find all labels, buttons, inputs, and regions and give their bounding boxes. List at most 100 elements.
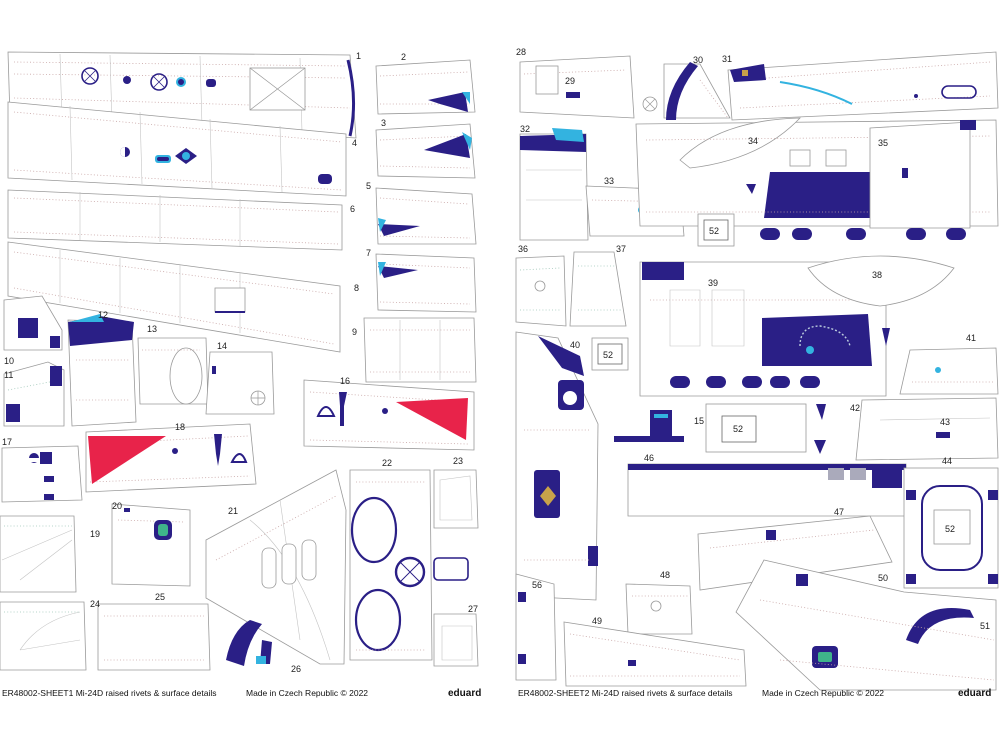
part-56 (515, 573, 557, 681)
part-17 (1, 445, 83, 503)
part-10 (3, 295, 63, 351)
part-28 (519, 55, 658, 119)
part-41 (899, 347, 999, 395)
part-number-56: 56 (532, 580, 542, 590)
part-number-30: 30 (693, 55, 703, 65)
part-21 (205, 469, 347, 665)
part-number-2: 2 (401, 52, 406, 62)
sheet-1-origin: Made in Czech Republic © 2022 (246, 688, 368, 698)
sheet-2-caption: ER48002-SHEET2 Mi-24D raised rivets & su… (518, 688, 732, 698)
cabin-window-row-2 (670, 376, 820, 388)
part-number-52-c: 52 (733, 424, 743, 434)
part-number-8: 8 (354, 283, 359, 293)
part-number-43: 43 (940, 417, 950, 427)
part-24 (0, 601, 87, 671)
part-32 (519, 128, 589, 241)
part-number-36: 36 (518, 244, 528, 254)
sheet-2: 28 29 30 31 32 33 34 35 36 37 38 39 40 4… (515, 47, 999, 699)
part-number-5: 5 (366, 181, 371, 191)
part-49 (563, 621, 747, 687)
part-number-21: 21 (228, 506, 238, 516)
part-number-1: 1 (356, 51, 361, 61)
part-11 (3, 361, 65, 427)
part-36 (515, 255, 567, 327)
part-number-34: 34 (748, 136, 758, 146)
part-44 (903, 467, 999, 589)
part-31 (727, 51, 999, 121)
part-number-29: 29 (565, 76, 575, 86)
part-number-7: 7 (366, 248, 371, 258)
part-number-27: 27 (468, 604, 478, 614)
part-47 (697, 515, 893, 591)
part-15 (614, 410, 684, 442)
part-number-6: 6 (350, 204, 355, 214)
part-number-24: 24 (90, 599, 100, 609)
part-number-11: 11 (4, 370, 13, 380)
part-number-28: 28 (516, 47, 526, 57)
sheet-1-caption: ER48002-SHEET1 Mi-24D raised rivets & su… (2, 688, 216, 698)
sheet-2-brand-logo: eduard (958, 688, 991, 699)
part-27 (433, 613, 479, 667)
part-20 (111, 503, 191, 587)
part-48 (625, 583, 693, 635)
part-number-52-a: 52 (709, 226, 719, 236)
sheet-1: 1 2 3 4 5 6 7 8 9 10 11 12 13 14 16 17 1… (0, 51, 481, 699)
part-number-37: 37 (616, 244, 626, 254)
part-52-c (705, 403, 826, 454)
part-16 (303, 379, 475, 451)
part-18 (85, 423, 257, 493)
part-number-35: 35 (878, 138, 888, 148)
part-number-39: 39 (708, 278, 718, 288)
part-number-12: 12 (98, 310, 108, 320)
part-23 (433, 469, 479, 529)
part-number-49: 49 (592, 616, 602, 626)
part-number-18: 18 (175, 422, 185, 432)
part-40 (515, 331, 599, 601)
part-12 (67, 314, 137, 427)
part-19 (0, 515, 77, 593)
part-number-20: 20 (112, 501, 122, 511)
sheet-2-origin: Made in Czech Republic © 2022 (762, 688, 884, 698)
part-38 (807, 255, 955, 307)
cabin-window-row-1 (760, 228, 966, 240)
part-number-52-b: 52 (603, 350, 613, 360)
part-number-19: 19 (90, 529, 100, 539)
part-number-47: 47 (834, 507, 844, 517)
part-13 (137, 337, 209, 405)
part-7 (375, 253, 477, 313)
part-43 (855, 397, 999, 461)
part-46 (627, 463, 909, 517)
part-number-17: 17 (2, 437, 12, 447)
part-number-40: 40 (570, 340, 580, 350)
part-25 (97, 603, 211, 671)
part-8 (7, 241, 341, 353)
part-number-16: 16 (340, 376, 350, 386)
part-number-33: 33 (604, 176, 614, 186)
part-number-51: 51 (980, 621, 990, 631)
part-52-a (697, 213, 735, 247)
part-35 (869, 120, 976, 229)
part-number-41: 41 (966, 333, 976, 343)
part-6 (7, 189, 343, 251)
part-30 (663, 62, 731, 120)
part-number-15: 15 (694, 416, 704, 426)
part-number-42: 42 (850, 403, 860, 413)
part-2 (375, 59, 476, 115)
part-3 (375, 123, 476, 179)
part-number-44: 44 (942, 456, 952, 466)
part-number-25: 25 (155, 592, 165, 602)
part-39 (639, 261, 890, 397)
part-14 (205, 351, 275, 415)
part-number-23: 23 (453, 456, 463, 466)
part-number-52-d: 52 (945, 524, 955, 534)
part-9 (363, 317, 477, 383)
part-52-b (591, 337, 629, 371)
part-number-26: 26 (291, 664, 301, 674)
part-number-10: 10 (4, 356, 14, 366)
part-number-4: 4 (352, 138, 357, 148)
part-number-31: 31 (722, 54, 732, 64)
sheet-1-brand-logo: eduard (448, 688, 481, 699)
part-number-14: 14 (217, 341, 227, 351)
part-number-48: 48 (660, 570, 670, 580)
